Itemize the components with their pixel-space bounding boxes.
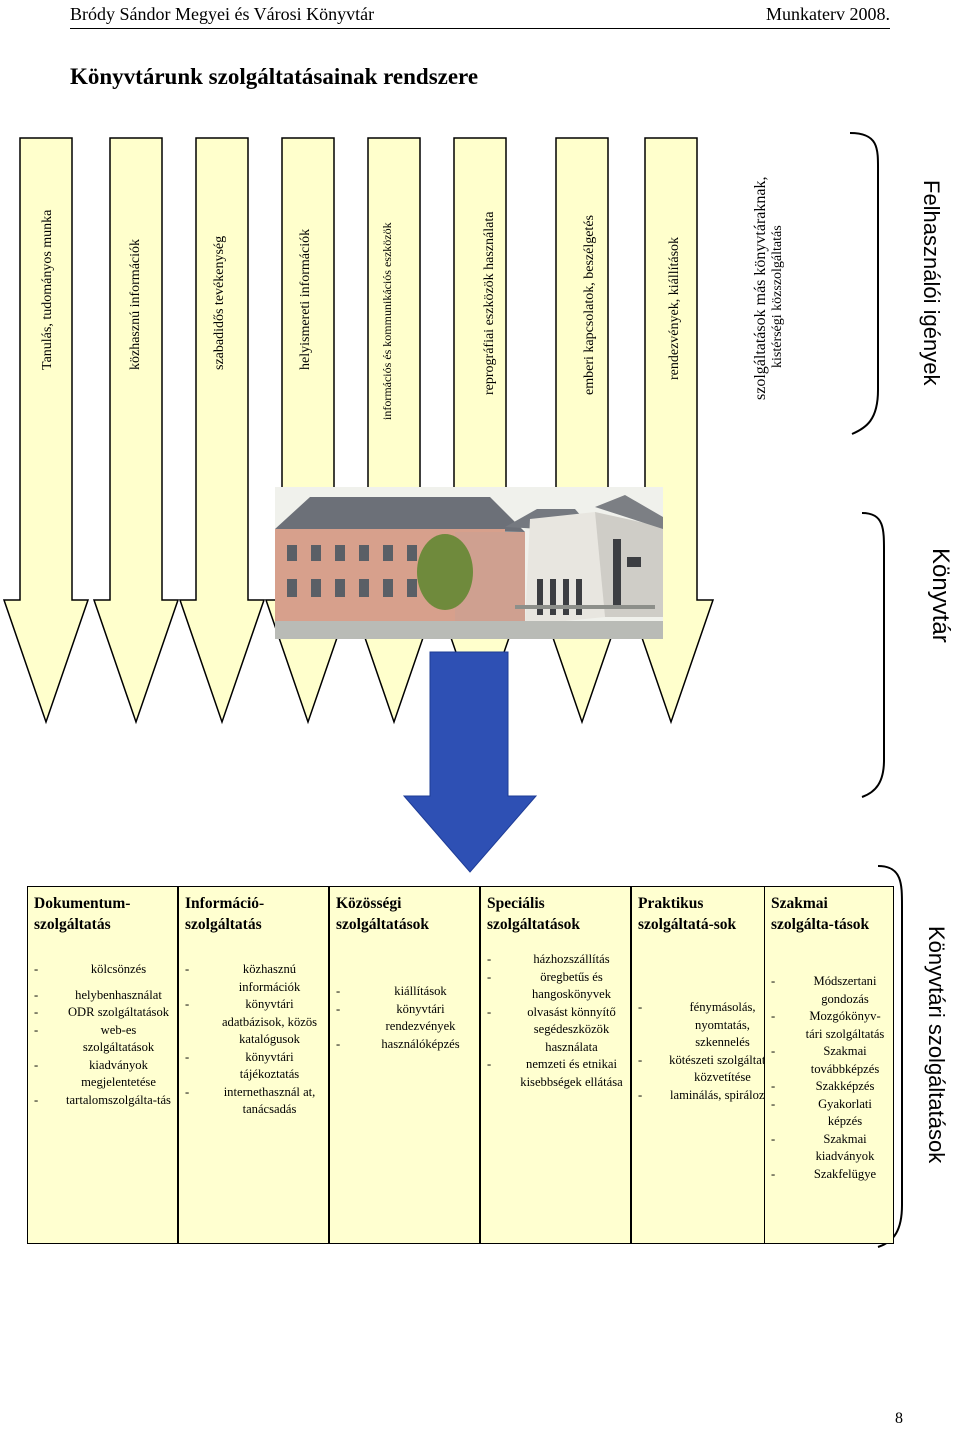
- list-item: -laminálás, spirálozás: [638, 1087, 775, 1102]
- side-label-services: Könyvtári szolgáltatások: [924, 926, 949, 1164]
- need-arrow-2: [92, 137, 180, 725]
- central-down-arrow: [402, 651, 538, 873]
- list-item: -könyvtári adatbázisok, közös katalóguso…: [185, 997, 318, 1046]
- list-item: -olvasást könnyítő segédeszközök használ…: [487, 1004, 616, 1054]
- needs-brace: [849, 132, 880, 435]
- need-label-3: szabadidős tevékenység: [212, 235, 227, 370]
- list-item: -Szakképzés: [771, 1079, 875, 1093]
- service-box-professional: Szakmai szolgálta-tások -Módszertani gon…: [764, 886, 894, 1244]
- need-label-6: reprográfiai eszközök használata: [482, 211, 497, 395]
- list-item: -könyvtári tájékoztatás: [185, 1049, 300, 1082]
- header-library-name: Bródy Sándor Megyei és Városi Könyvtár: [70, 4, 375, 24]
- list-item: -kölcsönzés: [34, 962, 147, 976]
- library-brace: [861, 512, 886, 798]
- list-item: -könyvtári rendezvények: [336, 1001, 456, 1034]
- list-item: -ODR szolgáltatások: [34, 1005, 170, 1019]
- list-item: -kiállítások: [336, 984, 447, 998]
- list-item: -Szakfelügye: [771, 1166, 877, 1181]
- need-arrow-3: [178, 137, 266, 725]
- library-building-image: [275, 487, 663, 639]
- header-plan-year: Munkaterv 2008.: [766, 4, 890, 24]
- service-box-practical: Praktikus szolgáltatá-sok -fénymásolás, …: [631, 886, 782, 1244]
- page-number: 8: [895, 1410, 903, 1427]
- need-label-10: kistérségi közszolgáltatás: [770, 225, 785, 368]
- list-item: -nemzeti és etnikai kisebbségek ellátása: [487, 1057, 623, 1089]
- service-box-special: Speciális szolgáltatások -házhozszállítá…: [480, 886, 631, 1244]
- box-title: Szakmai szolgálta-tások: [771, 895, 870, 933]
- service-box-community: Közösségi szolgáltatások -kiállítások -k…: [329, 886, 480, 1244]
- list-item: -Gyakorlati képzés: [771, 1096, 872, 1129]
- need-label-4: helyismereti információk: [298, 228, 313, 370]
- page-header: Bródy Sándor Megyei és Városi Könyvtár M…: [70, 2, 890, 29]
- list-item: -közhasznú információk: [185, 962, 301, 994]
- service-box-information: Információ-szolgáltatás -közhasznú infor…: [178, 886, 329, 1244]
- need-label-5: információs és kommunikációs eszközök: [380, 222, 394, 420]
- list-item: -Szakmai továbbképzés: [771, 1044, 880, 1076]
- need-arrow-1: [2, 137, 90, 725]
- service-box-documents: Dokumentum-szolgáltatás -kölcsönzés -hel…: [27, 886, 178, 1244]
- list-item: -öregbetűs és hangoskönyvek: [487, 969, 612, 1002]
- need-label-8: rendezvények, kiállítások: [667, 236, 682, 380]
- list-item: -internethasznál at, tanácsadás: [185, 1084, 316, 1117]
- need-label-2: közhasznú információk: [128, 238, 143, 370]
- box-title: Információ-szolgáltatás: [185, 895, 265, 933]
- list-item: -tartalomszolgálta-tás: [34, 1092, 171, 1107]
- box-title: Speciális szolgáltatások: [487, 895, 580, 933]
- list-item: -Módszertani gondozás: [771, 974, 877, 1006]
- box-title: Közösségi szolgáltatások: [336, 895, 429, 933]
- list-item: -kiadványok megjelentetése: [34, 1057, 156, 1090]
- list-item: -kötészeti szolgáltatás közvetítése: [638, 1052, 776, 1085]
- list-item: -helybenhasználat: [34, 987, 162, 1002]
- list-item: -házhozszállítás: [487, 952, 610, 966]
- list-item: -használóképzés: [336, 1036, 460, 1051]
- page-title: Könyvtárunk szolgáltatásainak rendszere: [70, 64, 479, 89]
- list-item: -Mozgókönyv-tári szolgáltatás: [771, 1009, 885, 1041]
- side-label-library: Könyvtár: [927, 548, 954, 643]
- box-title: Praktikus szolgáltatá-sok: [638, 895, 737, 933]
- list-item: -Szakmai kiadványok: [771, 1131, 875, 1164]
- need-label-1: Tanulás, tudományos munka: [40, 209, 55, 370]
- need-label-9: szolgáltatások más könyvtáraknak,: [752, 176, 769, 401]
- box-title: Dokumentum-szolgáltatás: [34, 895, 131, 933]
- need-label-7: emberi kapcsolatok, beszélgetés: [582, 215, 597, 395]
- list-item: -fénymásolás, nyomtatás, szkennelés: [638, 1000, 756, 1049]
- side-label-needs: Felhasználói igények: [919, 180, 944, 386]
- list-item: -web-es szolgáltatások: [34, 1022, 155, 1055]
